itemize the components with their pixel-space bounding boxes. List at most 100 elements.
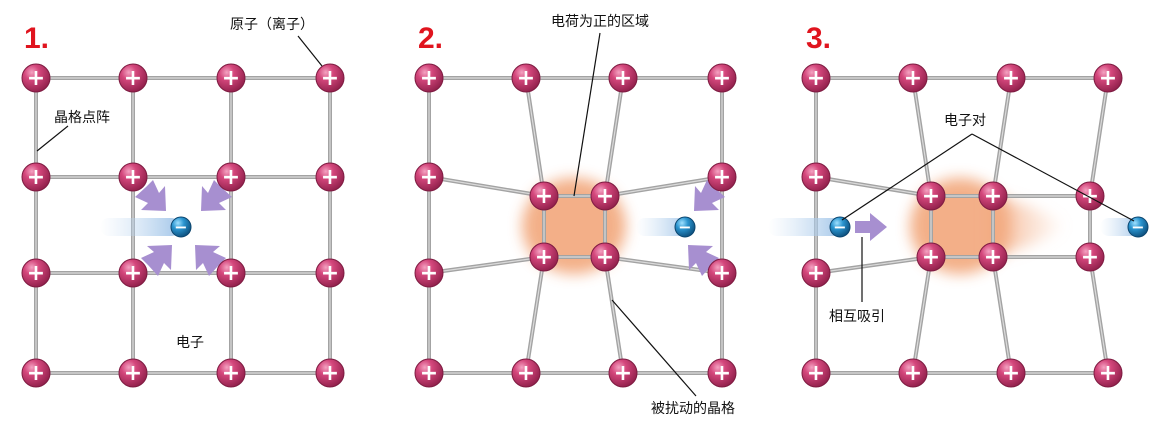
ion: + — [118, 358, 148, 388]
panel-3-number: 3. — [806, 22, 831, 55]
distorted-lattice-label: 被扰动的晶格 — [651, 401, 735, 417]
panel-2: 2. — [414, 14, 737, 417]
ion: + — [414, 63, 444, 93]
ion-label: 原子（离子） — [230, 16, 314, 33]
positive-region-label-leader — [573, 32, 601, 197]
ion: + — [978, 181, 1008, 211]
svg-text:+: + — [807, 66, 825, 91]
svg-text:+: + — [321, 361, 339, 386]
ion: + — [898, 358, 928, 388]
arrow-icon — [688, 245, 719, 276]
svg-text:+: + — [922, 184, 940, 209]
svg-text:+: + — [1099, 361, 1117, 386]
ion: + — [216, 162, 246, 192]
ion: + — [315, 63, 345, 93]
svg-text:+: + — [1002, 361, 1020, 386]
panel-1-ions: + + + + + + + + + + + + + + + + — [21, 63, 345, 388]
ion: + — [707, 162, 737, 192]
distorted-lattice-label-leader — [611, 299, 697, 397]
ion: + — [707, 358, 737, 388]
electron: − — [674, 216, 696, 238]
ion: + — [118, 63, 148, 93]
ion: + — [590, 181, 620, 211]
ion: + — [414, 258, 444, 288]
svg-text:+: + — [420, 361, 438, 386]
ion: + — [529, 181, 559, 211]
ion: + — [21, 63, 51, 93]
arrow-icon — [201, 180, 232, 211]
panel-2-attraction-arrows — [688, 180, 725, 276]
svg-text:−: − — [1131, 218, 1144, 237]
svg-text:+: + — [713, 165, 731, 190]
svg-text:+: + — [922, 245, 940, 270]
svg-text:+: + — [1081, 245, 1099, 270]
panel-3: 3. — [768, 22, 1149, 388]
svg-text:+: + — [420, 66, 438, 91]
ion: + — [21, 258, 51, 288]
svg-text:−: − — [833, 218, 846, 237]
svg-text:+: + — [713, 261, 731, 286]
positive-region-label: 电荷为正的区域 — [551, 14, 649, 30]
svg-text:+: + — [1002, 66, 1020, 91]
ion: + — [414, 162, 444, 192]
ion: + — [801, 63, 831, 93]
svg-text:+: + — [1099, 66, 1117, 91]
svg-text:+: + — [124, 165, 142, 190]
ion: + — [707, 63, 737, 93]
svg-text:+: + — [420, 165, 438, 190]
ion: + — [21, 162, 51, 192]
ion: + — [414, 358, 444, 388]
svg-text:+: + — [222, 165, 240, 190]
svg-text:+: + — [517, 66, 535, 91]
panel-1-number: 1. — [24, 22, 49, 55]
ion: + — [118, 162, 148, 192]
svg-text:+: + — [222, 261, 240, 286]
electron: − — [170, 216, 192, 238]
svg-text:+: + — [321, 165, 339, 190]
svg-text:+: + — [807, 165, 825, 190]
ion: + — [1093, 358, 1123, 388]
ion: + — [916, 242, 946, 272]
electron-pair-leader-left — [841, 133, 973, 221]
arrow-icon — [135, 180, 166, 211]
svg-text:+: + — [420, 261, 438, 286]
ion: + — [978, 242, 1008, 272]
lattice-point-label-leader — [36, 125, 69, 152]
ion: + — [801, 358, 831, 388]
svg-text:+: + — [807, 361, 825, 386]
ion: + — [608, 358, 638, 388]
svg-text:+: + — [27, 361, 45, 386]
svg-text:+: + — [596, 245, 614, 270]
arrow-icon — [141, 245, 172, 276]
svg-text:+: + — [124, 66, 142, 91]
arrow-icon — [694, 180, 725, 211]
ion: + — [315, 162, 345, 192]
svg-text:+: + — [27, 165, 45, 190]
svg-text:+: + — [535, 245, 553, 270]
ion: + — [529, 242, 559, 272]
arrow-icon — [195, 245, 226, 276]
ion: + — [21, 358, 51, 388]
electron: − — [1127, 216, 1149, 238]
svg-text:+: + — [535, 184, 553, 209]
svg-text:+: + — [321, 261, 339, 286]
ion: + — [898, 63, 928, 93]
svg-text:+: + — [222, 66, 240, 91]
svg-text:+: + — [984, 245, 1002, 270]
ion: + — [216, 358, 246, 388]
svg-text:+: + — [27, 261, 45, 286]
electron-pair-leader-right — [971, 133, 1135, 222]
svg-text:+: + — [321, 66, 339, 91]
ion: + — [1093, 63, 1123, 93]
ion: + — [511, 358, 541, 388]
svg-text:+: + — [124, 361, 142, 386]
attraction-arrow-icon — [855, 213, 887, 241]
panel-3-electron-trail-1 — [768, 218, 842, 236]
svg-text:+: + — [807, 261, 825, 286]
svg-text:+: + — [222, 361, 240, 386]
svg-text:+: + — [713, 66, 731, 91]
panel-3-ions: + + + + + + + + + + + + + + + + — [801, 63, 1123, 388]
ion: + — [608, 63, 638, 93]
svg-text:+: + — [27, 66, 45, 91]
svg-text:+: + — [614, 361, 632, 386]
